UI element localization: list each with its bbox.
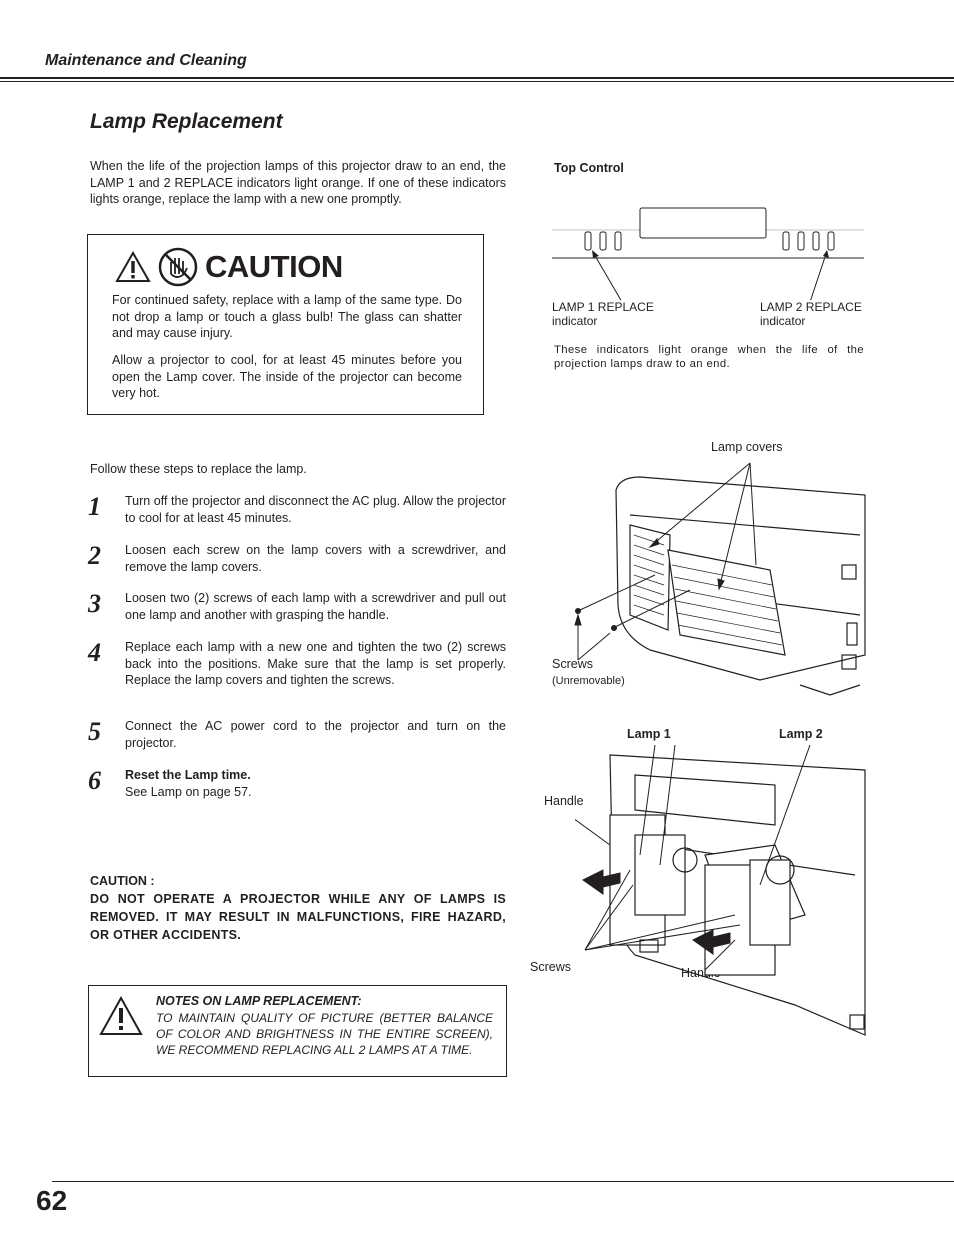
warning-triangle-icon: [115, 250, 151, 282]
step-number: 3: [88, 589, 101, 618]
step-number: 4: [88, 638, 101, 667]
lamp2-label: Lamp 2: [779, 727, 823, 741]
indicator-note: These indicators light orange when the l…: [554, 344, 864, 370]
step-number: 2: [88, 541, 101, 570]
step-text: Loosen two (2) screws of each lamp with …: [125, 591, 506, 622]
screws-label-2: Screws: [530, 960, 571, 974]
top-control-diagram: [552, 207, 864, 300]
follow-instruction: Follow these steps to replace the lamp.: [90, 462, 307, 476]
footer-rule: [52, 1181, 954, 1182]
unremovable-label: (Unremovable): [552, 675, 625, 687]
operation-warning: CAUTION : DO NOT OPERATE A PROJECTOR WHI…: [90, 872, 506, 944]
lamp1-label: Lamp 1: [627, 727, 671, 741]
header-rule: [0, 77, 954, 79]
lamp-covers-illustration: [574, 462, 866, 696]
handle-label-1: Handle: [544, 794, 584, 808]
notes-box: [88, 985, 507, 1077]
lamp-covers-label: Lamp covers: [711, 440, 783, 454]
intro-paragraph: When the life of the projection lamps of…: [90, 159, 506, 206]
warning-label: CAUTION :: [90, 874, 155, 888]
top-control-label: Top Control: [554, 161, 624, 175]
lamp1-replace-label: LAMP 1 REPLACE: [552, 300, 654, 314]
header-rule-thin: [0, 81, 954, 82]
notes-title: NOTES ON LAMP REPLACEMENT:: [156, 994, 362, 1008]
page-title: Lamp Replacement: [90, 110, 283, 133]
step-number: 1: [88, 492, 101, 521]
warning-body: DO NOT OPERATE A PROJECTOR WHILE ANY OF …: [90, 892, 506, 942]
step-number: 5: [88, 717, 101, 746]
step-number: 6: [88, 766, 101, 795]
lamp-removal-illustration: [575, 745, 866, 1036]
do-not-touch-icon: [158, 247, 198, 287]
caution-paragraph-2: Allow a projector to cool, for at least …: [112, 353, 462, 400]
step-text: Turn off the projector and disconnect th…: [125, 494, 506, 525]
step-text: Loosen each screw on the lamp covers wit…: [125, 543, 506, 574]
lamp2-replace-label: LAMP 2 REPLACE: [760, 300, 862, 314]
caution-paragraph-1: For continued safety, replace with a lam…: [112, 293, 462, 340]
step-text-6: Reset the Lamp time. See Lamp on page 57…: [125, 767, 506, 800]
lamp1-indicator-label: indicator: [552, 314, 598, 328]
caution-heading: CAUTION: [115, 246, 343, 288]
page-number: 62: [36, 1185, 68, 1216]
step-text: Replace each lamp with a new one and tig…: [125, 640, 506, 687]
step-text: Connect the AC power cord to the project…: [125, 719, 506, 750]
caution-title: CAUTION: [205, 249, 343, 284]
screws-label: Screws: [552, 657, 593, 671]
warning-triangle-icon: [99, 996, 143, 1035]
caution-box: [87, 234, 484, 415]
lamp2-indicator-label: indicator: [760, 314, 806, 328]
section-header: Maintenance and Cleaning: [45, 52, 247, 69]
notes-body: TO MAINTAIN QUALITY OF PICTURE (BETTER B…: [156, 1011, 493, 1057]
step-detail: See Lamp on page 57.: [125, 784, 252, 799]
step-title: Reset the Lamp time.: [125, 768, 251, 782]
